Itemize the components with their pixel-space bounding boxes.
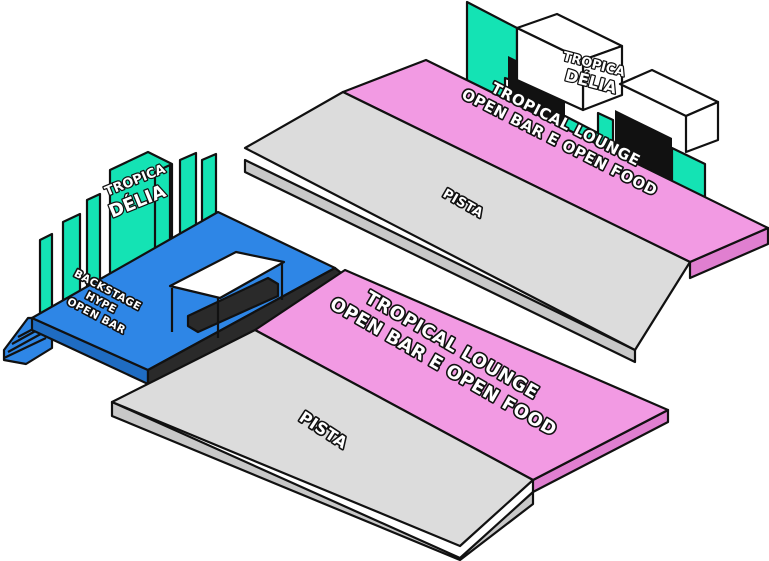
back-pista-floor: [243, 90, 692, 352]
front-pista-side: [110, 400, 535, 561]
stage-panel: [38, 232, 54, 318]
backstage-area: BACKSTAGE HYPE OPEN BAR: [30, 210, 347, 386]
front-pista-area: PISTA: [110, 328, 535, 561]
bar-counter: [186, 276, 280, 334]
back-stage-box: [515, 26, 585, 112]
back-pista-side: [243, 158, 637, 364]
back-stage-box: [684, 100, 720, 154]
front-pista-floor: [110, 328, 535, 548]
back-stage-opening: [615, 110, 672, 188]
bar-canopy: [168, 250, 286, 300]
back-pista-area: PISTA: [243, 90, 692, 364]
